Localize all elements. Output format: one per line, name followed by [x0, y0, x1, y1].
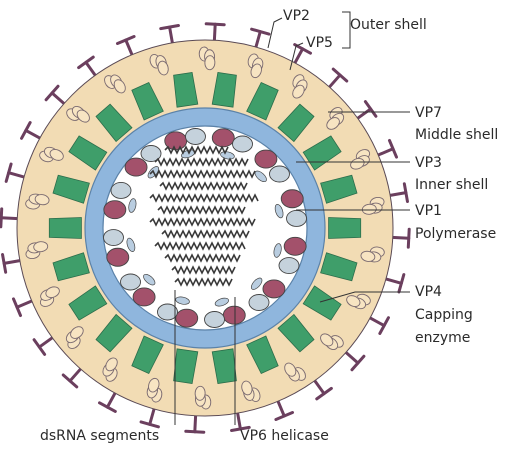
label-polymerase: Polymerase	[415, 226, 496, 242]
leader-line	[268, 18, 282, 48]
vp1-polymerase	[284, 237, 306, 255]
label-vp4: VP4	[415, 284, 442, 300]
label-vp5: VP5	[306, 35, 333, 51]
vp1-polymerase	[176, 309, 198, 327]
spike-cap	[206, 24, 224, 25]
label-vp3: VP3	[415, 155, 442, 171]
middle-shell-segment	[49, 218, 81, 239]
vp4-capping-enzyme	[121, 274, 141, 290]
spike-cap	[3, 255, 6, 273]
vp4-capping-enzyme	[157, 304, 177, 320]
vp4-capping-enzyme	[185, 128, 205, 144]
vp1-polymerase	[133, 288, 155, 306]
vp1-polymerase	[263, 280, 285, 298]
vp1-polymerase	[125, 158, 147, 176]
label-outer-shell: Outer shell	[350, 17, 427, 33]
leader-line	[342, 12, 350, 48]
vp1-polymerase	[223, 306, 245, 324]
spike-cap	[1, 209, 2, 227]
vp4-capping-enzyme	[279, 258, 299, 274]
middle-shell-segment	[329, 218, 361, 239]
vp1-polymerase	[255, 150, 277, 168]
label-enzyme: enzyme	[415, 330, 470, 346]
vp4-capping-enzyme	[287, 210, 307, 226]
spike-cap	[317, 388, 332, 399]
label-inner-shell: Inner shell	[415, 177, 488, 193]
vp1-polymerase	[212, 129, 234, 147]
spike-cap	[186, 431, 204, 432]
vp7-lobe	[195, 386, 206, 400]
vp7-lobe	[205, 56, 216, 70]
label-vp1: VP1	[415, 203, 442, 219]
label-vp7: VP7	[415, 105, 442, 121]
spike-cap	[408, 229, 409, 247]
vp1-polymerase	[107, 248, 129, 266]
vp1-polymerase	[281, 190, 303, 208]
vp4-capping-enzyme	[233, 136, 253, 152]
spike-cap	[365, 102, 376, 117]
label-vp6-helicase: VP6 helicase	[240, 428, 329, 444]
label-vp2: VP2	[283, 8, 310, 24]
spike-cap	[34, 340, 45, 355]
label-capping: Capping	[415, 307, 473, 323]
label-middle-shell: Middle shell	[415, 127, 498, 143]
spike-cap	[161, 26, 179, 29]
spike-cap	[79, 57, 94, 68]
vp4-capping-enzyme	[103, 230, 123, 246]
vp1-polymerase	[104, 201, 126, 219]
vp4-capping-enzyme	[249, 294, 269, 310]
vp4-capping-enzyme	[111, 182, 131, 198]
vp4-capping-enzyme	[205, 312, 225, 328]
vp4-capping-enzyme	[269, 166, 289, 182]
spike-cap	[404, 184, 407, 202]
label-dsrna-segments: dsRNA segments	[40, 428, 159, 444]
